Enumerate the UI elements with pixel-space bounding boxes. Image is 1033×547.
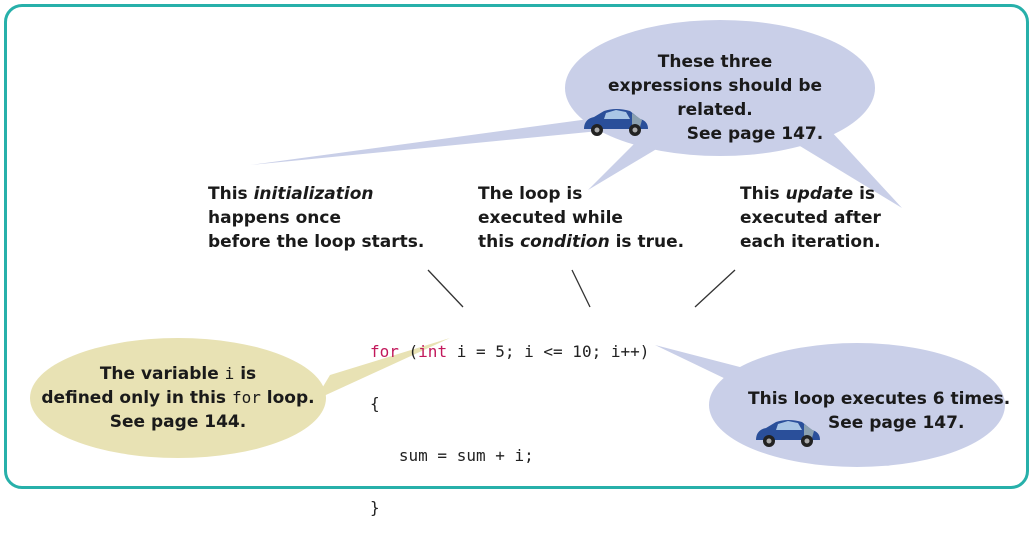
executes-ref: See page 147. [828,413,965,433]
diagram-graphics [30,20,1005,467]
update-term: update [785,184,854,204]
variable-pre: The variable [99,364,225,384]
init-term: initialization [253,184,374,204]
related-line1: These three [657,52,773,72]
update-line3: each iteration. [740,232,881,252]
cond-pointer-line [571,269,591,308]
code-block: for (int i = 5; i <= 10; i++) { sum = su… [370,313,649,547]
init-pre: This [208,184,254,204]
code-header-rest: i = 5; i <= 10; i++) [447,342,650,361]
related-bubble-tail-right [790,130,902,208]
variable-code-i: i [224,364,235,383]
related-ref: See page 147. [686,124,824,144]
car-icon [756,420,820,447]
related-callout: These three expressions should be relate… [590,50,840,146]
update-line2: executed after [740,208,881,228]
code-line-4: } [370,498,380,517]
variable-callout: The variable i is defined only in this f… [40,362,316,434]
init-line2: happens once [208,208,341,228]
variable-code-for: for [231,388,261,407]
variable-bubble-tail [315,338,450,400]
executes-line1: This loop executes 6 times. [748,389,1011,409]
code-open-paren: ( [398,342,419,361]
cond-callout: The loop is executed while this conditio… [478,182,684,254]
update-pointer-line [694,269,736,308]
variable-pre2: defined only in this [41,388,232,408]
cond-post: is true. [609,232,685,252]
update-callout: This update is executed after each itera… [740,182,881,254]
variable-bubble [30,338,450,458]
cond-line1: The loop is [478,184,583,204]
cond-term: condition [520,232,610,252]
update-post: is [853,184,876,204]
update-pre: This [740,184,786,204]
executes-callout: This loop executes 6 times. See page 147… [748,387,1010,435]
code-line-2: { [370,394,380,413]
code-keyword-int: int [418,342,448,361]
cond-pre: this [478,232,521,252]
cond-line2: executed while [478,208,623,228]
code-line-3: sum = sum + i; [370,446,534,465]
code-keyword-for: for [370,342,399,361]
car-icon [584,109,648,136]
init-pointer-line [427,269,464,308]
variable-post2: loop. [260,388,315,408]
init-line3: before the loop starts. [208,232,425,252]
init-callout: This initialization happens once before … [208,182,424,254]
related-line2: expressions should be related. [607,76,823,120]
variable-post: is [234,364,257,384]
code-line-1: for (int i = 5; i <= 10; i++) [370,339,649,365]
variable-bubble-body [30,338,326,458]
variable-ref: See page 144. [109,412,247,432]
related-bubble-tail-left [250,110,655,165]
